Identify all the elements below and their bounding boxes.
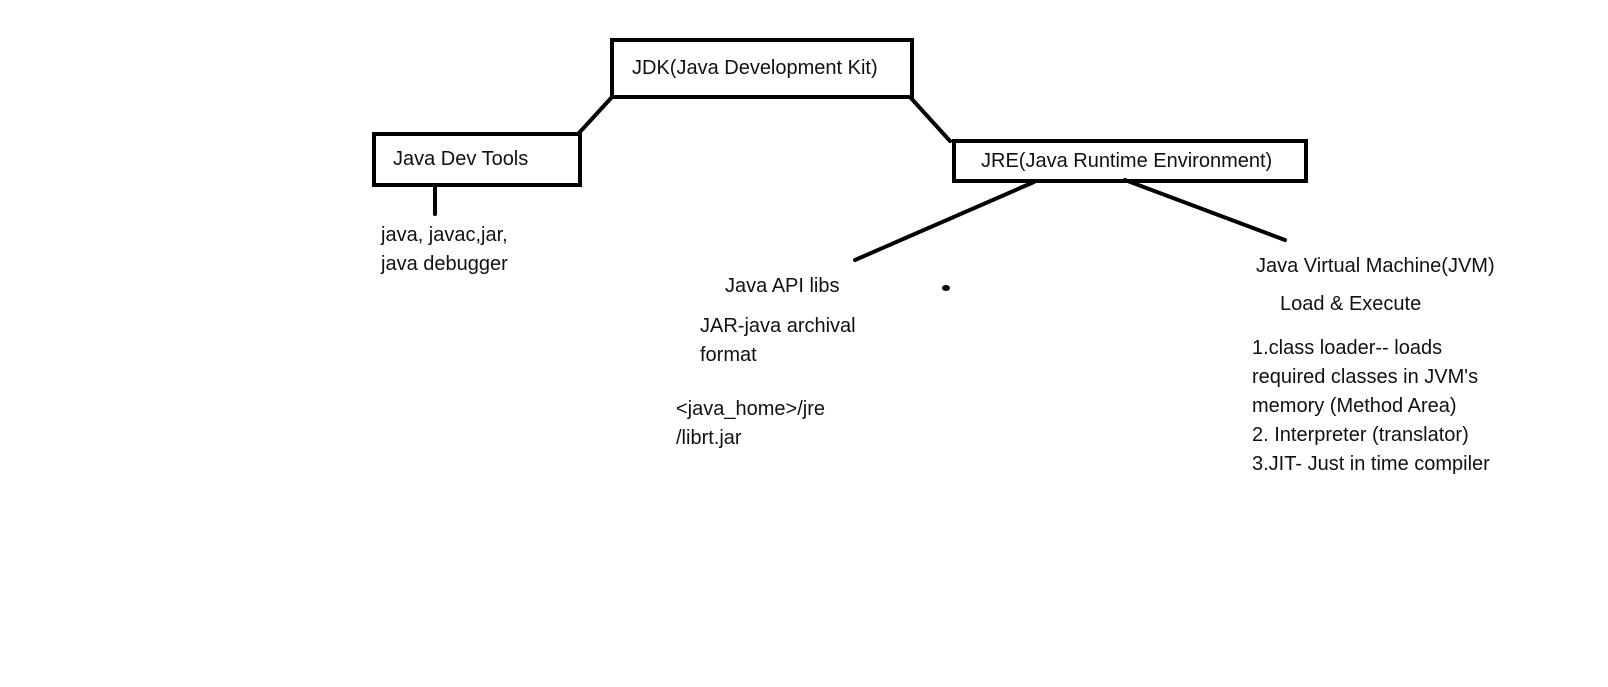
- jvm-component-line: 2. Interpreter (translator): [1252, 424, 1469, 446]
- dev-tools-box: Java Dev Tools: [372, 132, 582, 187]
- jar-note-line: JAR-java archival: [700, 315, 856, 337]
- jdk-box: JDK(Java Development Kit): [610, 38, 914, 99]
- jvm-label: Java Virtual Machine(JVM): [1256, 255, 1495, 277]
- connector-jdk-to-jre: [908, 95, 952, 143]
- connector-jre-to-jvm: [1123, 178, 1287, 242]
- api-libs-label: Java API libs: [725, 275, 840, 297]
- stray-dot-mark: [942, 285, 950, 291]
- dev-tools-label: Java Dev Tools: [393, 148, 529, 170]
- connector-jre-to-api-libs: [853, 180, 1036, 262]
- jvm-component-line: 3.JIT- Just in time compiler: [1252, 453, 1490, 475]
- dev-tools-details: java, javac,jar, java debugger: [381, 221, 508, 279]
- librt-path-line: /librt.jar: [676, 427, 742, 449]
- connector-jdk-to-dev-tools: [577, 95, 614, 135]
- jdk-label: JDK(Java Development Kit): [632, 57, 878, 79]
- dev-tools-detail-line: java debugger: [381, 253, 508, 275]
- jvm-component-line: required classes in JVM's: [1252, 366, 1479, 388]
- jre-box: JRE(Java Runtime Environment): [952, 139, 1308, 183]
- jar-note-line: format: [700, 344, 757, 366]
- jvm-component-line: 1.class loader-- loads: [1252, 337, 1443, 359]
- jvm-component-line: memory (Method Area): [1252, 395, 1457, 417]
- jvm-components: 1.class loader-- loads required classes …: [1252, 334, 1490, 479]
- jar-note: JAR-java archival format: [700, 312, 856, 370]
- librt-path-line: <java_home>/jre: [676, 398, 825, 420]
- jvm-subtitle: Load & Execute: [1280, 293, 1422, 315]
- dev-tools-detail-line: java, javac,jar,: [381, 224, 508, 246]
- librt-path-note: <java_home>/jre /librt.jar: [676, 395, 825, 453]
- jre-label: JRE(Java Runtime Environment): [981, 149, 1273, 172]
